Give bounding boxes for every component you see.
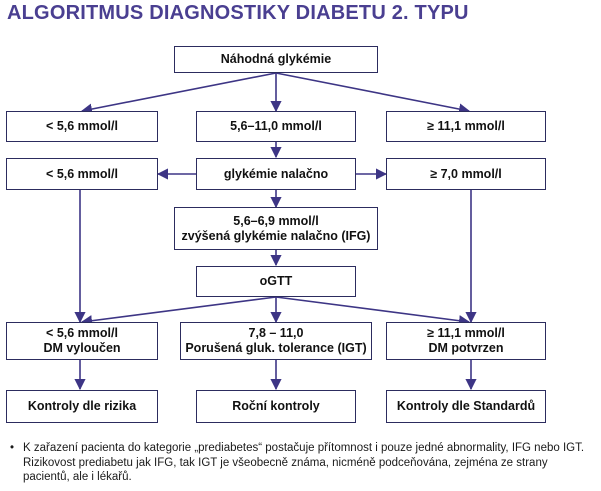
random-mid-label: 5,6–11,0 mmol/l: [230, 119, 322, 133]
fasting-high-label: ≥ 7,0 mmol/l: [430, 166, 502, 181]
random-glycemia-box: Náhodná glykémie: [174, 46, 378, 73]
arrow-ogtt-to-olow: [80, 296, 277, 327]
ogtt-mid-box: 7,8 – 11,0 Porušená gluk. tolerance (IGT…: [180, 322, 372, 360]
ifg-range-label: 5,6–6,9 mmol/l: [233, 213, 319, 228]
ogtt-box: oGTT: [196, 266, 356, 297]
footnote-text: K zařazení pacienta do kategorie „predia…: [23, 442, 585, 483]
random-mid-box: 5,6–11,0 mmol/l: [196, 111, 356, 142]
fasting-high-box: ≥ 7,0 mmol/l: [386, 158, 546, 190]
arrow-random-to-low: [80, 72, 277, 115]
diagram-title: ALGORITMUS DIAGNOSTIKY DIABETU 2. TYPU: [7, 2, 469, 24]
ogtt-mid-result-label: Porušená gluk. tolerance (IGT): [185, 341, 367, 355]
control-standards-box: Kontroly dle Standardů: [386, 390, 546, 423]
random-high-box: ≥ 11,1 mmol/l: [386, 111, 546, 142]
fasting-low-label: < 5,6 mmol/l: [46, 166, 118, 181]
control-yearly-box: Roční kontroly: [196, 390, 356, 423]
ogtt-high-result-label: DM potvrzen: [428, 341, 504, 355]
ifg-name-label: zvýšená glykémie nalačno (IFG): [181, 228, 371, 243]
ogtt-mid-range-label: 7,8 – 11,0: [248, 326, 304, 340]
fasting-glycemia-box: glykémie nalačno: [196, 158, 356, 190]
control-risk-label: Kontroly dle rizika: [27, 399, 137, 413]
random-high-label: ≥ 11,1 mmol/l: [427, 119, 505, 133]
random-low-box: < 5,6 mmol/l: [6, 111, 158, 142]
control-standards-label: Kontroly dle Standardů: [396, 399, 536, 413]
control-yearly-label: Roční kontroly: [232, 399, 320, 413]
footnote: • K zařazení pacienta do kategorie „pred…: [10, 441, 596, 485]
ogtt-low-range-label: < 5,6 mmol/l: [46, 326, 118, 340]
random-glycemia-label: Náhodná glykémie: [220, 52, 332, 66]
connector-lines: [74, 72, 477, 391]
control-risk-box: Kontroly dle rizika: [6, 390, 158, 423]
fasting-glycemia-label: glykémie nalačno: [223, 166, 329, 181]
arrow-random-to-high: [275, 72, 471, 115]
ogtt-low-result-label: DM vyloučen: [43, 341, 121, 355]
ifg-box: 5,6–6,9 mmol/l zvýšená glykémie nalačno …: [174, 207, 378, 250]
fasting-low-box: < 5,6 mmol/l: [6, 158, 158, 190]
arrow-ogtt-to-ohigh: [275, 296, 471, 327]
ogtt-high-box: ≥ 11,1 mmol/l DM potvrzen: [386, 322, 546, 360]
random-low-label: < 5,6 mmol/l: [46, 119, 118, 133]
ogtt-high-range-label: ≥ 11,1 mmol/l: [427, 326, 505, 340]
footnote-bullet: •: [10, 442, 15, 454]
ogtt-label: oGTT: [259, 274, 293, 288]
ogtt-low-box: < 5,6 mmol/l DM vyloučen: [6, 322, 158, 360]
